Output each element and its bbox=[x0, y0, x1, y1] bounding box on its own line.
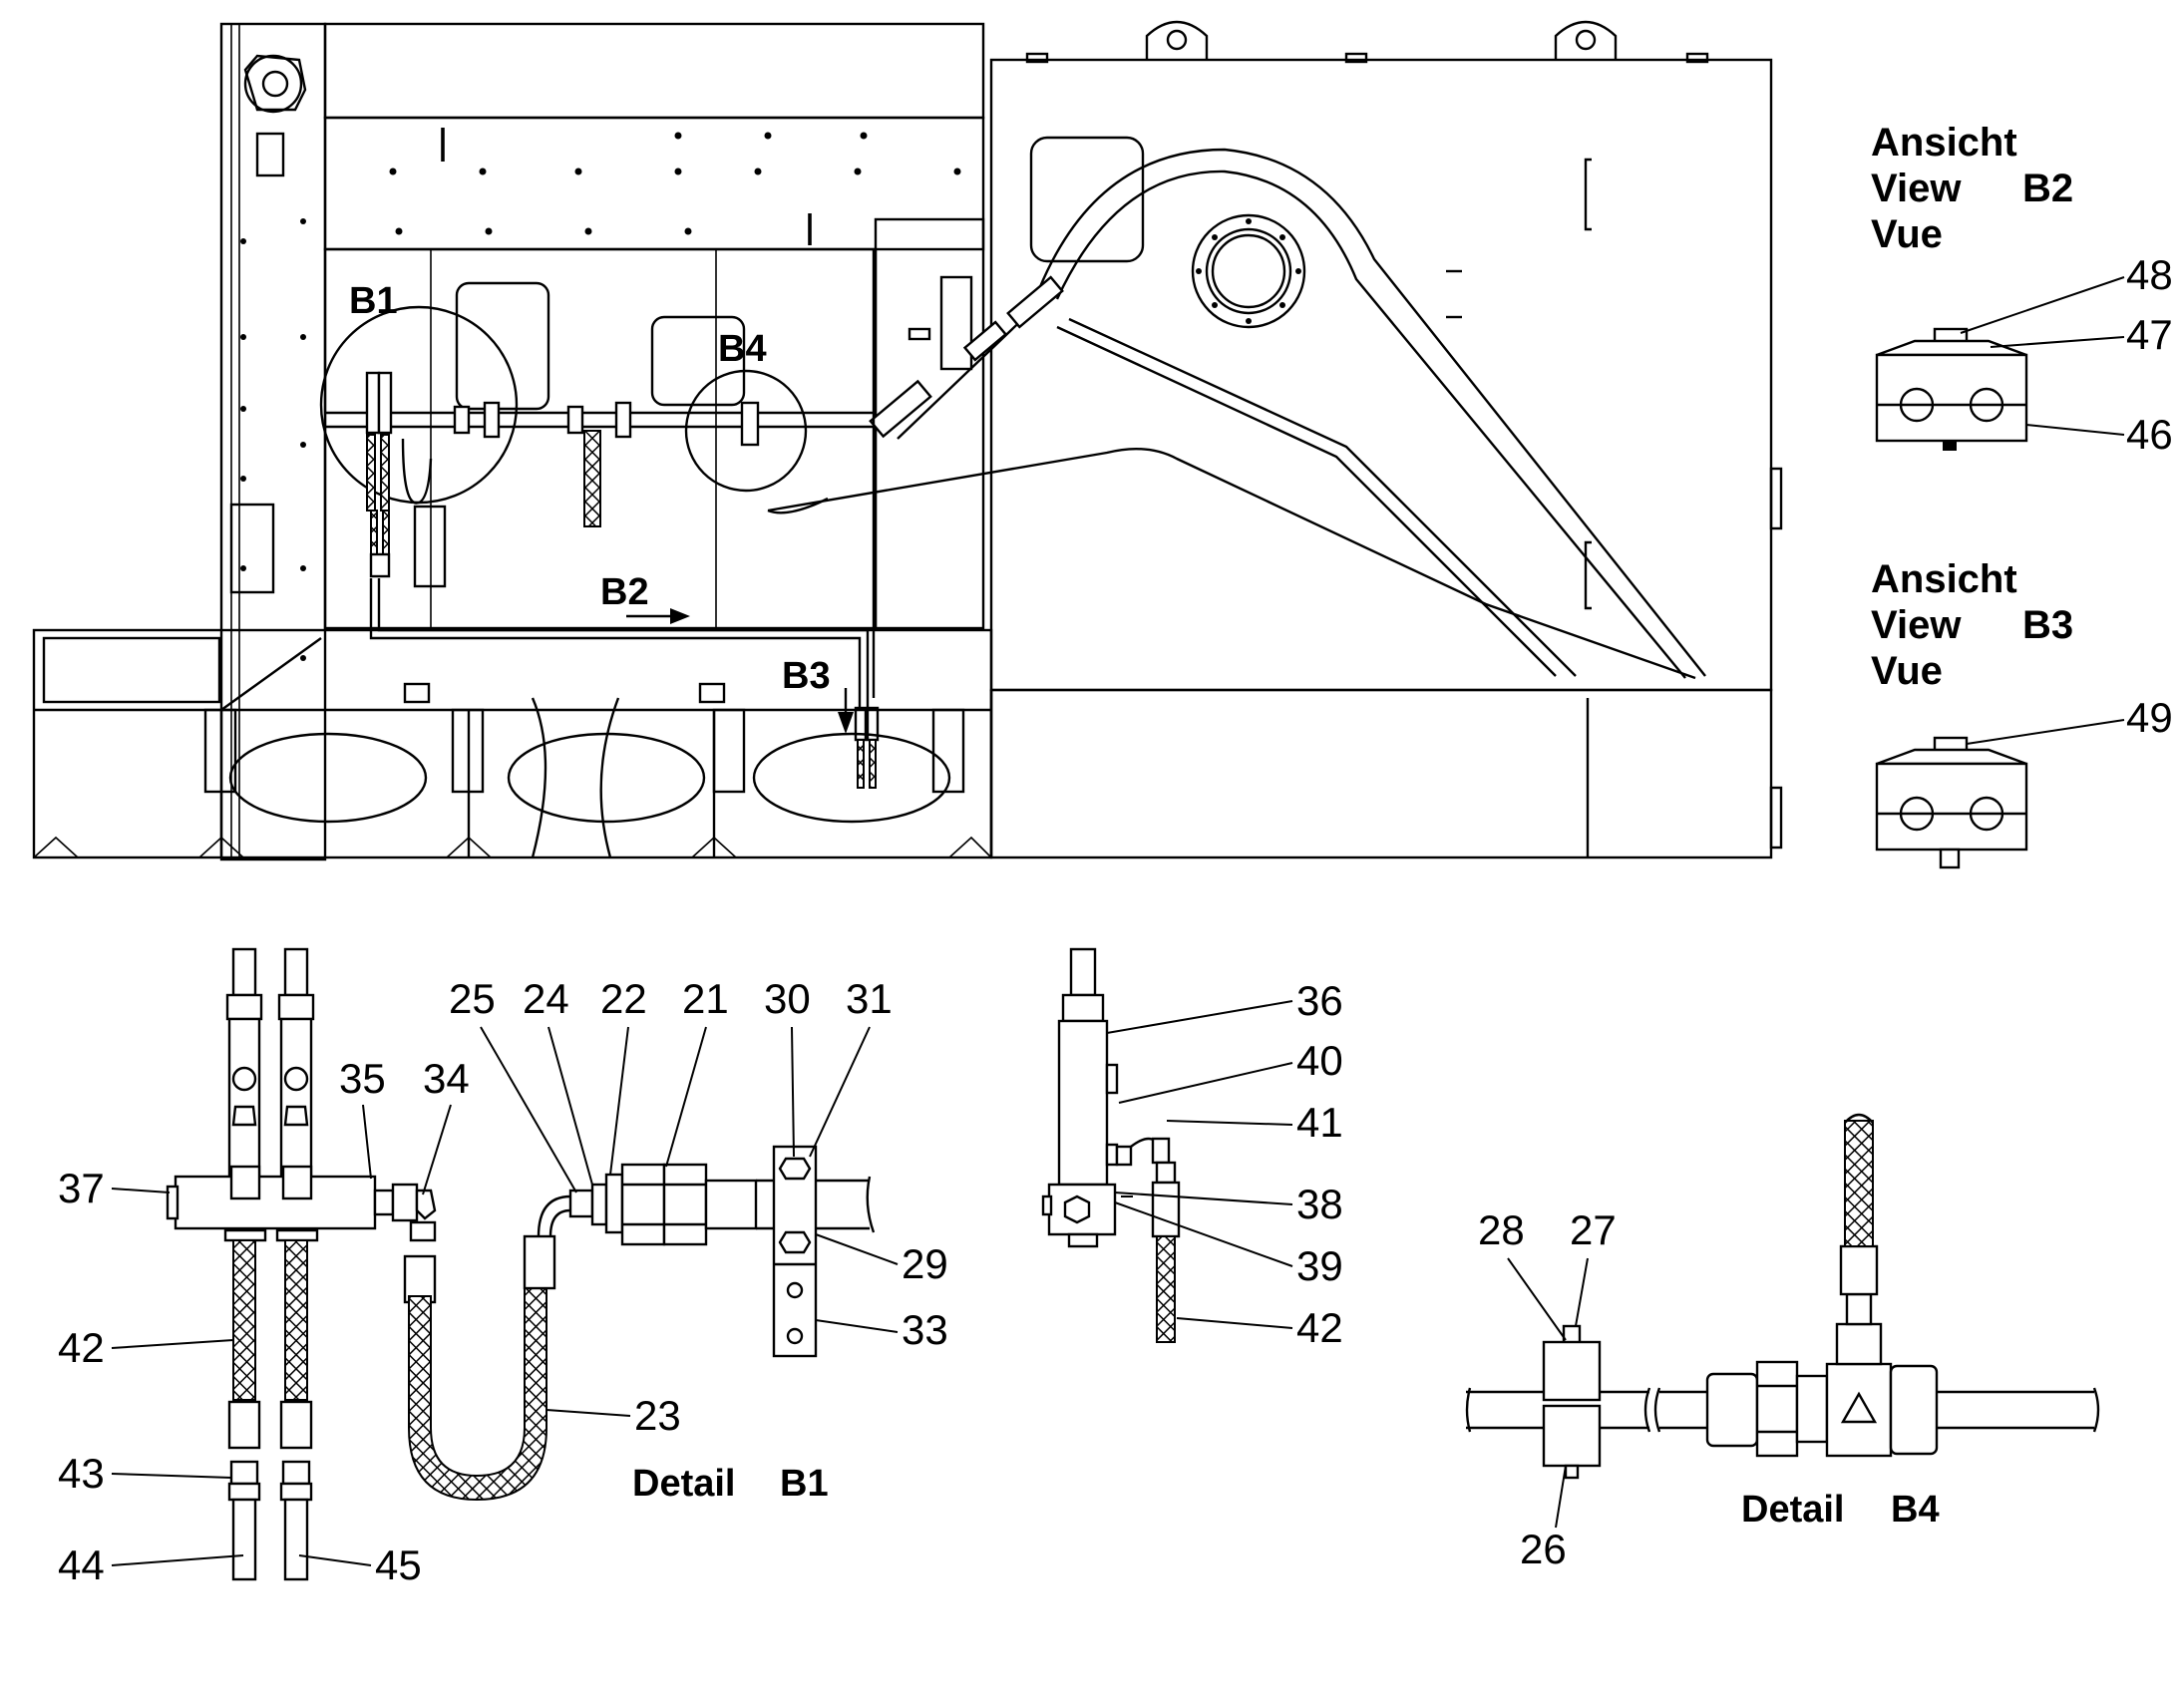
pump-detail: 36 40 41 38 39 42 bbox=[1041, 947, 1343, 1351]
main-assembly: B1 B4 B2 B3 bbox=[32, 20, 1783, 861]
part-25: 25 bbox=[449, 975, 496, 1022]
detail-b4-word: Detail bbox=[1741, 1489, 1844, 1531]
part-23: 23 bbox=[634, 1392, 681, 1439]
pipe-clamp-b3 bbox=[1875, 736, 2028, 869]
boom-arm bbox=[767, 148, 1706, 680]
detail-b4-code: B4 bbox=[1891, 1489, 1940, 1531]
view-b3-line-2: View bbox=[1871, 603, 1962, 647]
part-27: 27 bbox=[1570, 1206, 1617, 1253]
part-49: 49 bbox=[2126, 694, 2173, 741]
part-24: 24 bbox=[523, 975, 569, 1022]
callout-b1: B1 bbox=[349, 280, 398, 322]
part-35: 35 bbox=[339, 1055, 386, 1102]
part-33: 33 bbox=[902, 1306, 948, 1353]
part-36: 36 bbox=[1296, 977, 1343, 1024]
detail-b1: Detail B1 37 35 34 25 24 22 21 30 31 29 … bbox=[58, 947, 948, 1588]
part-46: 46 bbox=[2126, 411, 2173, 458]
view-b2-code: B2 bbox=[2022, 167, 2073, 210]
part-47: 47 bbox=[2126, 311, 2173, 358]
part-28: 28 bbox=[1478, 1206, 1525, 1253]
part-43: 43 bbox=[58, 1450, 105, 1497]
pipe-clamp-b2 bbox=[1875, 327, 2028, 451]
part-48: 48 bbox=[2126, 251, 2173, 298]
part-26: 26 bbox=[1520, 1526, 1567, 1572]
part-37: 37 bbox=[58, 1165, 105, 1211]
part-42-pump: 42 bbox=[1296, 1304, 1343, 1351]
part-40: 40 bbox=[1296, 1037, 1343, 1084]
part-29: 29 bbox=[902, 1240, 948, 1287]
view-b2-line-3: Vue bbox=[1871, 212, 1943, 256]
detail-b1-word: Detail bbox=[632, 1463, 735, 1505]
part-38: 38 bbox=[1296, 1181, 1343, 1227]
part-39: 39 bbox=[1296, 1242, 1343, 1289]
motor-mount-icon bbox=[243, 54, 307, 114]
callout-b2: B2 bbox=[600, 571, 649, 613]
detail-b1-code: B1 bbox=[780, 1463, 829, 1505]
detail-b4: Detail B4 28 27 26 bbox=[1465, 1113, 2100, 1572]
view-b3-line-1: Ansicht bbox=[1871, 557, 2017, 601]
view-b2-line-1: Ansicht bbox=[1871, 121, 2017, 165]
part-22: 22 bbox=[600, 975, 647, 1022]
view-b3-line-3: Vue bbox=[1871, 649, 1943, 693]
part-44: 44 bbox=[58, 1541, 105, 1588]
detail-b4-circle bbox=[684, 369, 808, 493]
part-42-b1: 42 bbox=[58, 1324, 105, 1371]
callout-b3: B3 bbox=[782, 655, 831, 697]
view-b2-line-2: View bbox=[1871, 167, 1962, 210]
part-30: 30 bbox=[764, 975, 811, 1022]
view-b3-code: B3 bbox=[2022, 603, 2073, 647]
callout-b4: B4 bbox=[718, 328, 767, 370]
view-b3: Ansicht View B3 Vue 49 bbox=[1871, 557, 2173, 869]
view-b2: Ansicht View B2 Vue 48 47 46 bbox=[1871, 121, 2173, 458]
part-34: 34 bbox=[423, 1055, 470, 1102]
part-31: 31 bbox=[846, 975, 893, 1022]
part-45: 45 bbox=[375, 1541, 422, 1588]
part-41: 41 bbox=[1296, 1099, 1343, 1146]
part-21: 21 bbox=[682, 975, 729, 1022]
